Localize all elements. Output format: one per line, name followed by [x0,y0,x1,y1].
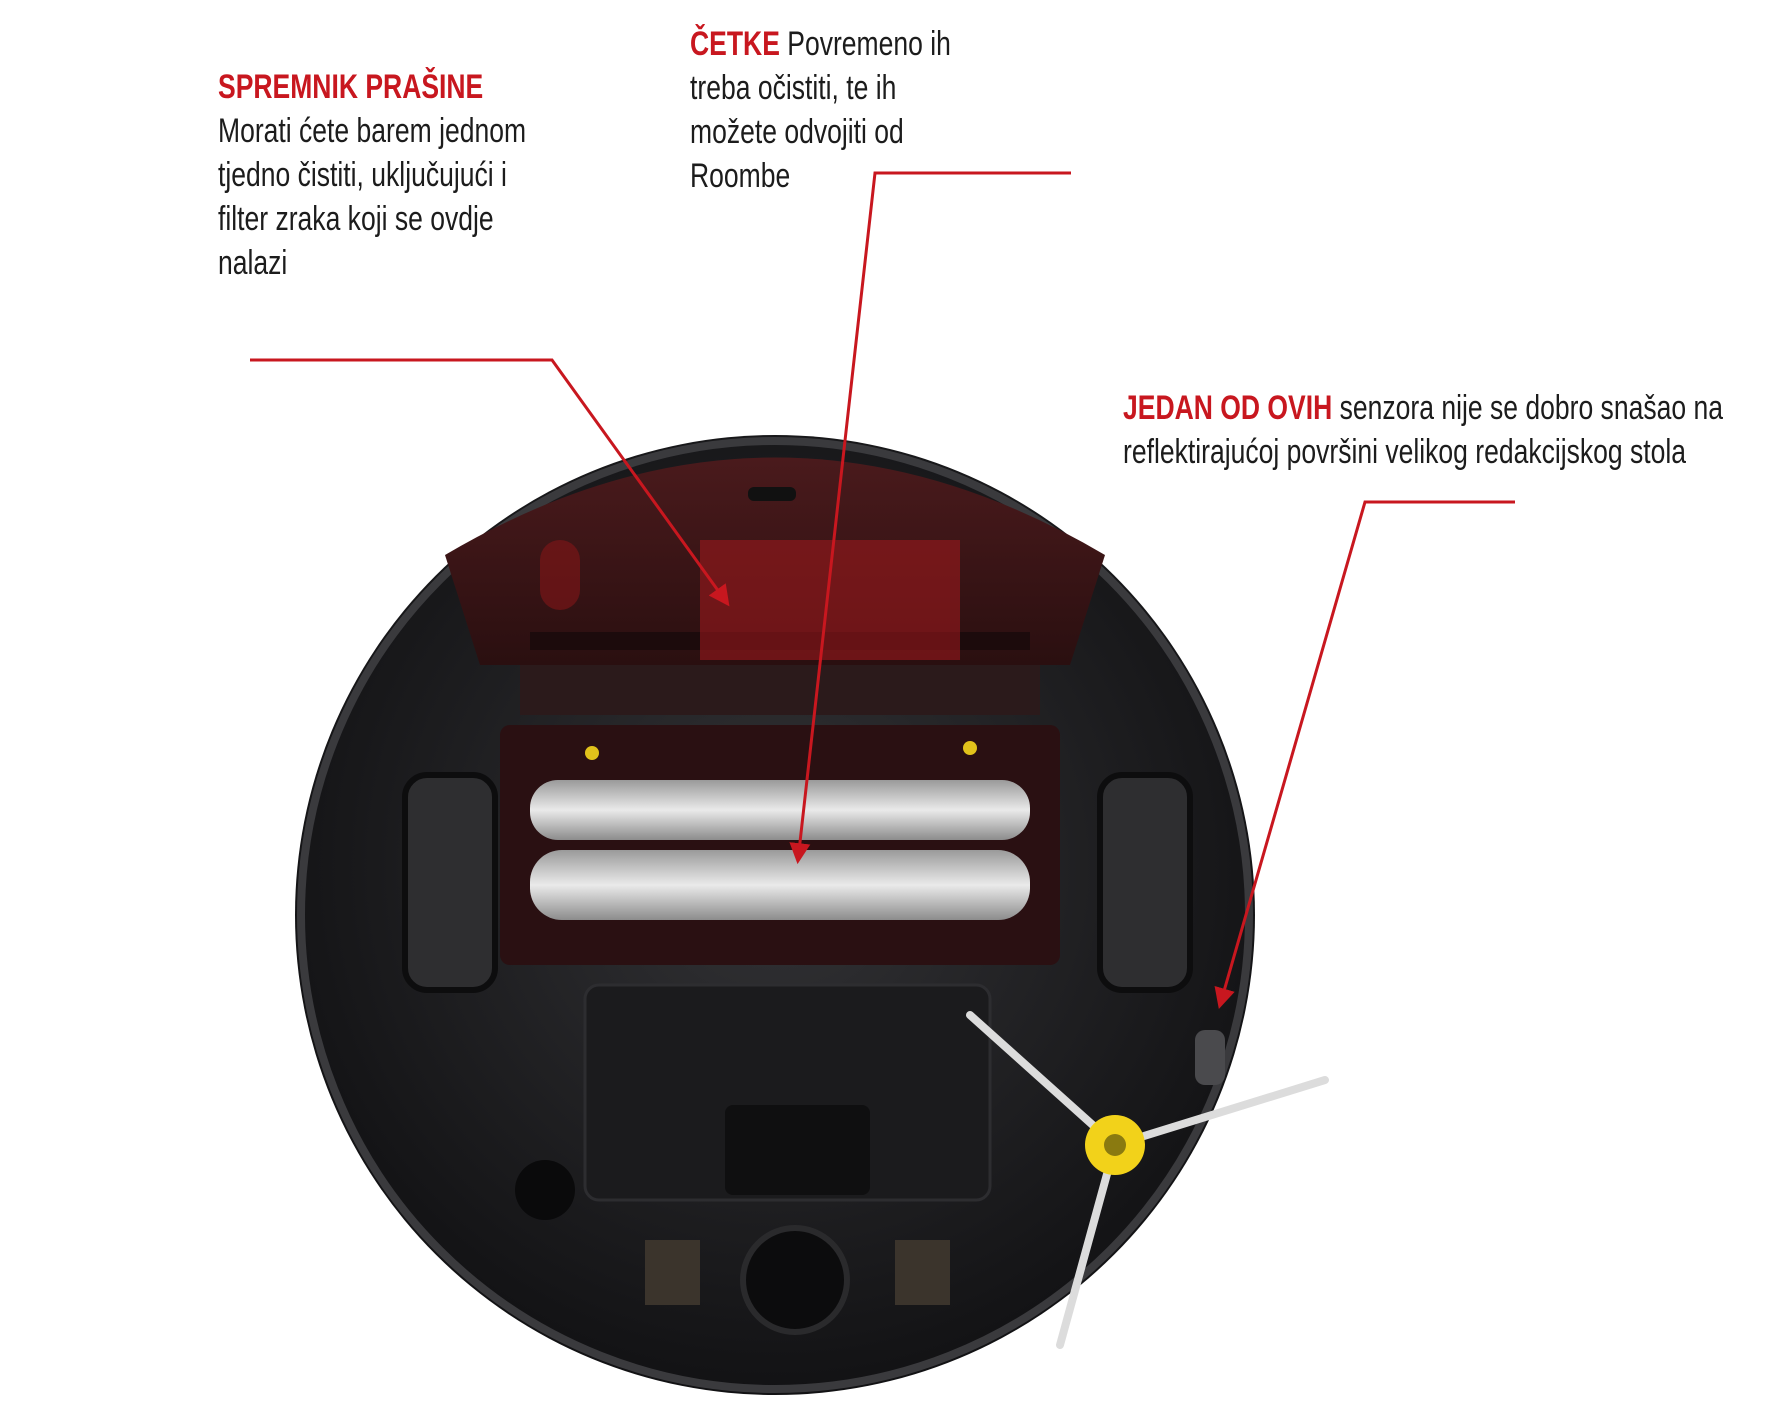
bin-label-strip [520,665,1040,715]
rear-caster-wheel [740,1225,850,1335]
bin-latch [748,487,796,501]
side-brush [966,1011,1329,1349]
bin-filter-glow [540,540,960,660]
leader-lines [250,171,1515,1010]
cage-indicator-right [963,741,977,755]
sensor-heading: JEDAN OD OVIH [1123,389,1333,427]
cliff-sensor-left [645,1240,700,1305]
battery-door [725,1105,870,1195]
robot-vacuum-underside-icon [295,435,1329,1395]
leader-arrow-icon [789,171,1071,865]
sensor-line-2: reflektirajućoj površini velikog redakci… [1123,433,1687,471]
brush-cage [500,725,1060,965]
charging-contact [515,1160,575,1220]
main-roller-bottom [530,850,1030,920]
base-plate [583,983,992,1202]
dust-bin-body: Morati ćete barem jednom tjedno čistiti,… [218,112,527,282]
leader-arrow-icon [250,358,730,607]
brushes-callout: ČETKE Povremeno ih treba očistiti, te ih… [690,22,986,198]
bumper-rim [297,437,1253,1393]
cliff-sensor-right [895,1240,950,1305]
leader-arrow-icon [1214,500,1515,1010]
left-wheel [402,772,498,993]
sensor-line-1: senzora nije se dobro snašao na [1339,389,1723,427]
right-wheel [1097,772,1193,993]
dust-bin-heading: SPREMNIK PRAŠINE [218,68,484,106]
sensor-window-right [1195,1030,1225,1085]
cage-indicator-left [585,746,599,760]
brushes-heading: ČETKE [690,25,780,63]
dust-bin-callout: SPREMNIK PRAŠINE Morati ćete barem jedno… [218,65,546,285]
brushes-body: Povremeno ih treba očistiti, te ih možet… [690,25,951,195]
sensor-callout: JEDAN OD OVIH senzora nije se dobro snaš… [1123,386,1773,474]
main-roller-top [530,780,1030,840]
